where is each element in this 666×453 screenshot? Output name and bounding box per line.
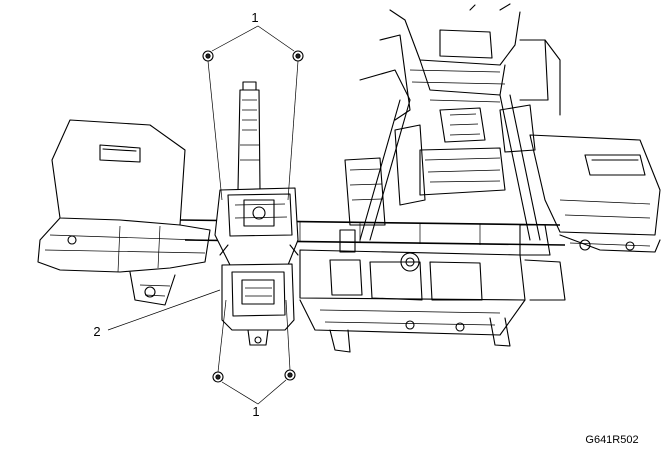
callout-bottom-bolts: 1 — [252, 404, 259, 419]
support-brace — [359, 94, 541, 241]
left-instrument-panel — [37, 119, 211, 306]
right-instrument-panel — [529, 134, 661, 253]
dash-upper-structure — [359, 3, 561, 206]
lower-center-structure — [299, 249, 566, 353]
steering-column — [214, 81, 299, 346]
top-bolts — [202, 25, 304, 201]
callout-top-bolts: 1 — [251, 10, 258, 25]
bottom-bolts — [212, 299, 296, 405]
figure-id: G641R502 — [585, 434, 638, 446]
column-leader-line — [107, 289, 221, 331]
callout-column: 2 — [93, 324, 100, 339]
